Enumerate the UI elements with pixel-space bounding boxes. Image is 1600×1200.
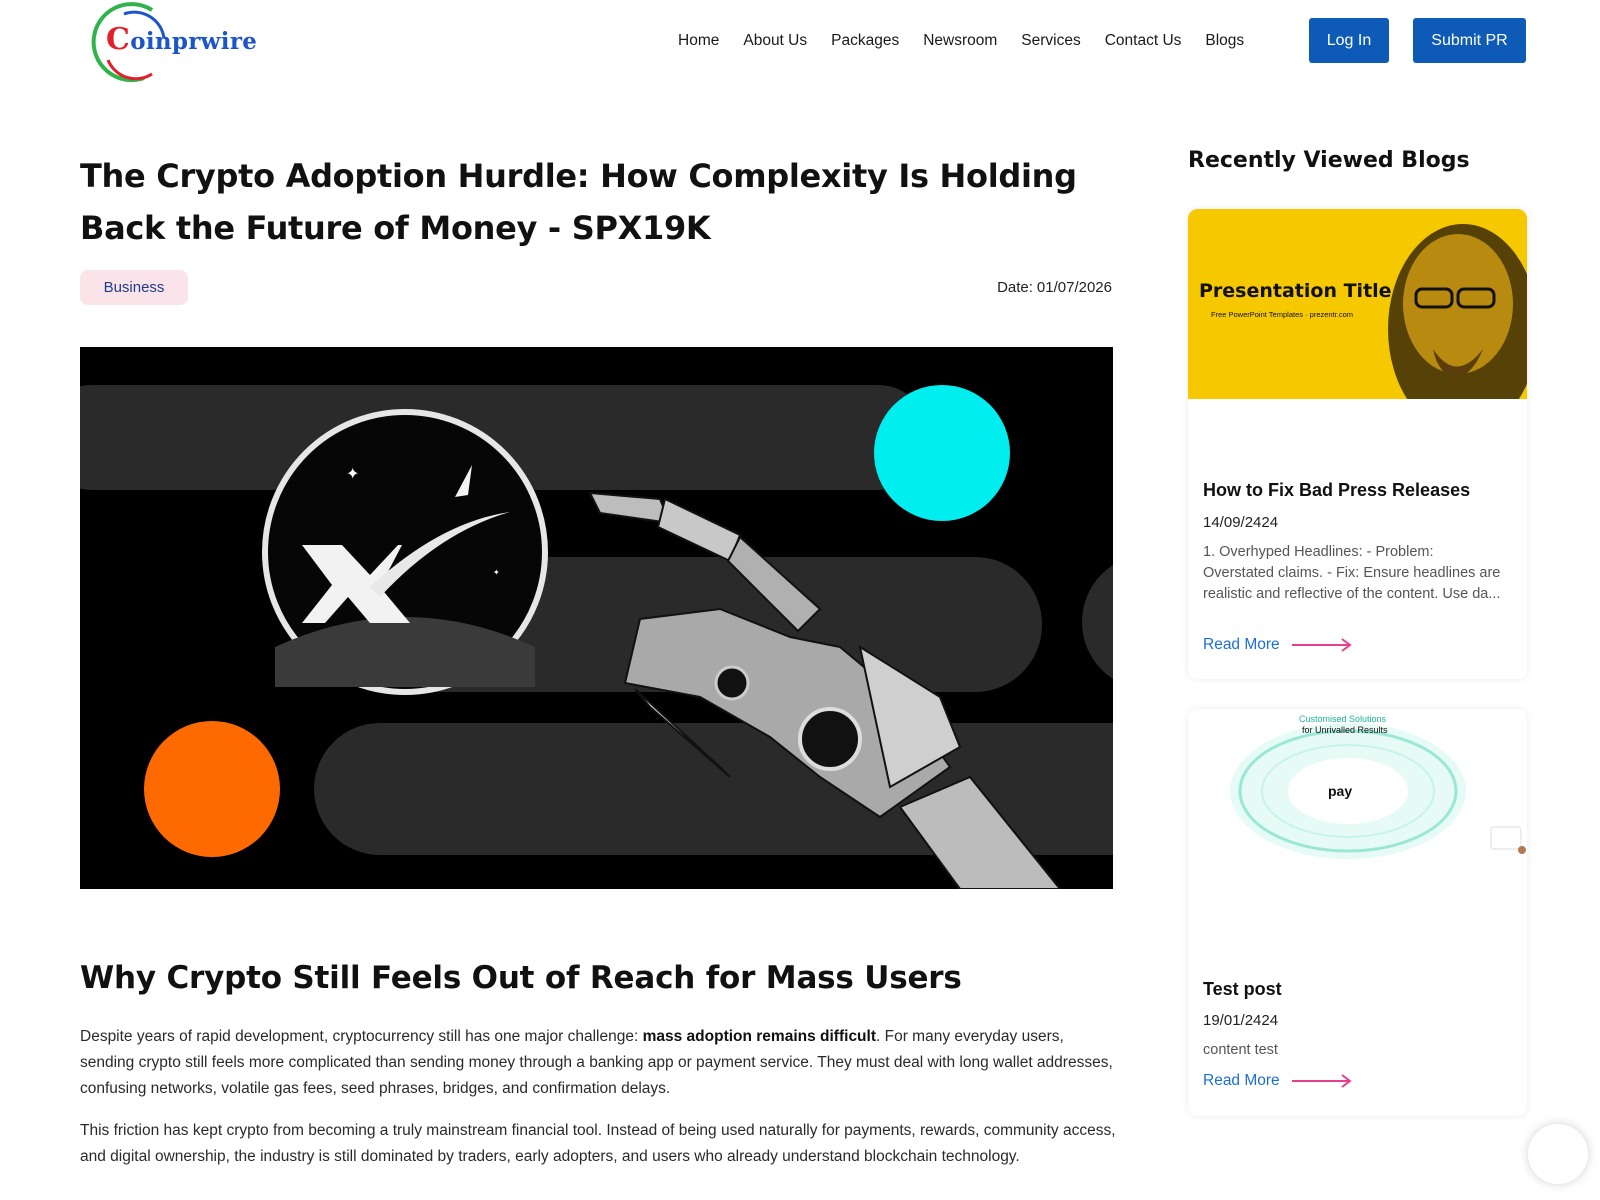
nav-home[interactable]: Home — [678, 32, 720, 49]
coinprwire-logo-icon — [91, 2, 166, 82]
x-badge — [262, 409, 548, 695]
date-label: Date: — [997, 279, 1033, 296]
card-image-title: Presentation Title — [1199, 280, 1392, 302]
blog-card[interactable]: Customised Solutions for Unrivalled Resu… — [1188, 709, 1527, 1116]
blog-card-excerpt: 1. Overhyped Headlines: - Problem: Overs… — [1203, 544, 1501, 602]
hero-circle-shape — [1082, 564, 1113, 680]
date-value: 01/07/2026 — [1036, 279, 1112, 296]
nav-newsroom[interactable]: Newsroom — [923, 32, 998, 49]
article-subheading: Why Crypto Still Feels Out of Reach for … — [80, 960, 962, 996]
read-more-link[interactable]: Read More — [1203, 1072, 1354, 1090]
hero-orange-circle — [144, 721, 280, 857]
nav-packages[interactable]: Packages — [831, 32, 900, 49]
svg-text:✦: ✦ — [493, 568, 500, 577]
article-date: Date:01/07/2026 — [960, 279, 1112, 296]
blog-card[interactable]: Presentation Title Free PowerPoint Templ… — [1188, 209, 1527, 679]
svg-text:✦: ✦ — [346, 464, 359, 483]
read-more-label: Read More — [1203, 636, 1280, 653]
card-image-heading-2: for Unrivalled Results — [1302, 725, 1388, 735]
nav-services[interactable]: Services — [1021, 32, 1081, 49]
nav-blogs[interactable]: Blogs — [1205, 32, 1245, 49]
blog-card-title[interactable]: How to Fix Bad Press Releases — [1203, 480, 1471, 500]
card-image-heading: Customised Solutions — [1299, 714, 1387, 724]
article-paragraph: Despite years of rapid development, cryp… — [80, 1028, 1113, 1097]
card-image-center: pay — [1328, 783, 1353, 799]
article-paragraph: This friction has kept crypto from becom… — [80, 1122, 1116, 1165]
arrow-right-icon — [1291, 638, 1352, 652]
login-button[interactable]: Log In — [1309, 18, 1389, 63]
category-badge[interactable]: Business — [80, 270, 188, 305]
article-hero-image: ✦ ✦ — [80, 347, 1113, 889]
read-more-label: Read More — [1203, 1072, 1280, 1089]
article-title: The Crypto Adoption Hurdle: How Complexi… — [80, 157, 1077, 247]
submit-pr-button[interactable]: Submit PR — [1413, 18, 1526, 63]
read-more-link[interactable]: Read More — [1203, 636, 1354, 654]
blog-card-date: 14/09/2424 — [1203, 514, 1279, 531]
hero-cyan-circle — [874, 385, 1010, 521]
arrow-right-icon — [1291, 1074, 1352, 1088]
nav-contact-us[interactable]: Contact Us — [1104, 32, 1182, 49]
card-image-subtitle: Free PowerPoint Templates · prezentr.com — [1211, 310, 1354, 319]
blog-card-image: Customised Solutions for Unrivalled Resu… — [1188, 709, 1527, 899]
site-header: Coinprwire Home About Us Packages Newsro… — [0, 0, 1600, 90]
logo-text: Coinprwire — [106, 22, 258, 57]
chat-icon[interactable] — [1528, 1124, 1588, 1184]
blog-card-excerpt: content test — [1203, 1042, 1278, 1058]
site-logo[interactable]: Coinprwire — [82, 2, 257, 84]
blog-card-image: Presentation Title Free PowerPoint Templ… — [1188, 209, 1527, 399]
nav-about-us[interactable]: About Us — [743, 32, 808, 49]
blog-card-title[interactable]: Test post — [1203, 979, 1282, 999]
main-nav: Home About Us Packages Newsroom Services… — [678, 32, 1268, 50]
sidebar-title: Recently Viewed Blogs — [1188, 148, 1470, 173]
blog-card-date: 19/01/2424 — [1203, 1012, 1279, 1029]
